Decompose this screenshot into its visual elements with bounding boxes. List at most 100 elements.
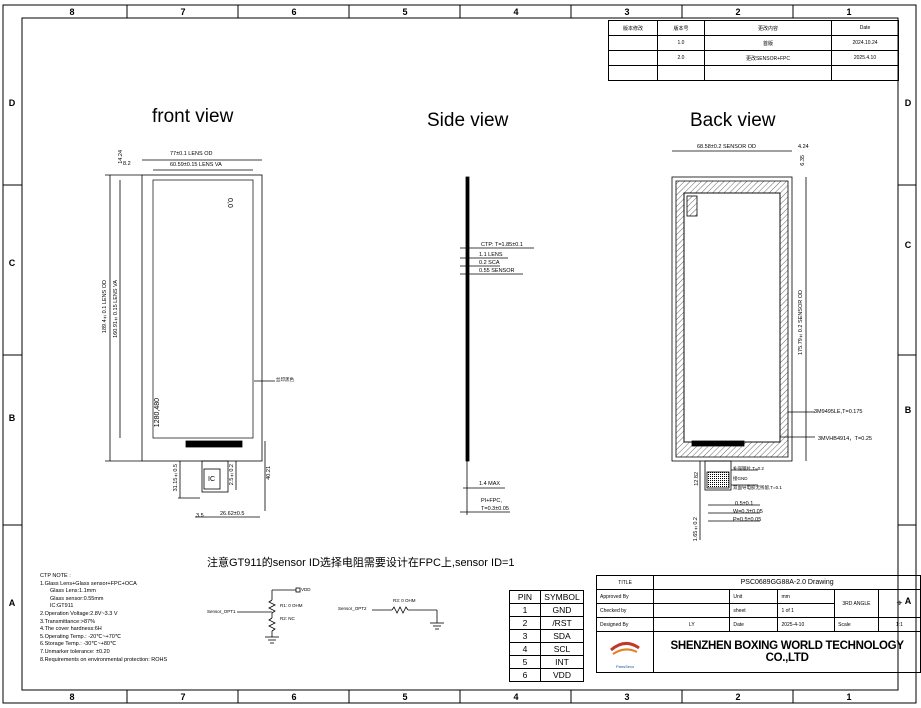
back-sensor-od-dim: 68.58±0.2 SENSOR OD: [697, 144, 756, 150]
designer-value: LY: [653, 617, 731, 632]
front-lens-va-dim: 60.59±0.15 LENS VA: [170, 162, 222, 168]
front-bottom-offset-dim: 3.5: [196, 513, 204, 519]
front-silkscreen-label: 丝印黑色: [276, 377, 294, 382]
side-ctp-dim: CTP: T=1.85±0.1: [481, 242, 523, 248]
pin-symbol: SDA: [540, 629, 584, 643]
front-view-title: front view: [152, 106, 234, 127]
pin-symbol: INT: [540, 655, 584, 669]
side-max-dim: 1.4 MAX: [479, 481, 501, 487]
note-line: 1.Glass Lens+Glass sensor+FPC+OCA: [40, 580, 137, 587]
date-value: 2025-4-10: [777, 617, 836, 632]
circuit-r2-label: R2: NC: [280, 616, 295, 621]
zone-col-label: 7: [180, 692, 186, 702]
title-label: TITLE: [595, 575, 655, 590]
pin-number: 1: [509, 603, 541, 617]
scale-value: 1:1: [877, 617, 921, 632]
note-line: 5.Operating Temp.: -20℃~+70℃: [40, 633, 122, 640]
approved-value: [653, 589, 731, 604]
back-dim-d2: W=0.3±0.05: [733, 509, 763, 515]
note-line: 2.Operation Voltage:2.8V~3.3 V: [40, 610, 118, 617]
scale-label: Scale: [834, 617, 879, 632]
pin-number: 4: [509, 642, 541, 656]
pin-number: 6: [509, 668, 541, 682]
note-line: 4.The cover hardness:6H: [40, 626, 102, 633]
note-line: 6.Storage Temp.: -30℃~+80℃: [40, 641, 117, 648]
pin-symbol: /RST: [540, 616, 584, 630]
drawing-title: PSC0689GG88A-2.0 Drawing: [653, 575, 921, 590]
zone-col-label: 2: [735, 692, 741, 702]
unit-label: Unit: [729, 589, 779, 604]
checked-label: Checked by: [595, 603, 655, 618]
zone-col-label: 6: [291, 7, 297, 17]
zone-row-label: C: [904, 240, 912, 250]
sheet-value: 1 of 1: [777, 603, 836, 618]
note-line: Glass sensor:0.55mm: [50, 595, 104, 602]
zone-col-label: 4: [513, 7, 519, 17]
zone-row-label: B: [8, 413, 16, 423]
back-right-offset-dim: 4.24: [798, 144, 809, 150]
zone-col-label: 4: [513, 692, 519, 702]
zone-row-label: D: [8, 98, 16, 108]
ctp-notes: CTP NOTE : 1.Glass Lens+Glass sensor+FPC…: [40, 573, 167, 664]
rev-cell: [831, 65, 899, 81]
circuit-sensor1-label: Sensor_OPT1: [207, 609, 236, 614]
zone-row-label: D: [904, 98, 912, 108]
side-fpc-dim: PI+FPC,: [481, 498, 502, 504]
side-lens-dim: 1.1 LENS: [479, 252, 503, 258]
pin-symbol: GND: [540, 603, 584, 617]
designed-label: Designed By: [595, 617, 655, 632]
sheet-label: sheet: [729, 603, 779, 618]
pin-header: PIN: [509, 590, 541, 604]
zone-col-label: 5: [402, 7, 408, 17]
back-view-title: Back view: [690, 110, 776, 131]
pin-symbol: VDD: [540, 668, 584, 682]
zone-col-label: 5: [402, 692, 408, 702]
zone-col-label: 3: [624, 692, 630, 702]
front-lens-od-dim: 77±0.1 LENS OD: [170, 151, 213, 157]
note-line: 3.Transmittance:>87%: [40, 618, 95, 625]
zone-col-label: 1: [846, 692, 852, 702]
back-dim-d3: P=0.5±0.05: [733, 517, 762, 523]
zone-col-label: 1: [846, 7, 852, 17]
company-name: SHENZHEN BOXING WORLD TECHNOLOGY CO.,LTD: [653, 631, 921, 673]
back-note3: 双面导电胶无残留,T=0.1: [733, 485, 782, 490]
circuit-r3-label: R3: 0 OHM: [393, 598, 416, 603]
circuit-r1-label: R1: 0 OHM: [280, 603, 303, 608]
revision-table: 版本修改 版本号 更改内容 Date 1.0 首版 2024.10.24 2.0…: [608, 20, 899, 81]
zone-col-label: 8: [69, 692, 75, 702]
zone-col-label: 7: [180, 7, 186, 17]
front-ic-label: IC: [208, 476, 215, 483]
front-top-offset2-dim: 8.2: [123, 161, 131, 167]
projection-symbol-icon: ⌖: [877, 589, 921, 618]
zone-row-label: B: [904, 405, 912, 415]
front-bottom-width-dim: 26.62±0.5: [220, 511, 245, 517]
checked-value: [653, 603, 731, 618]
approved-label: Approved By: [595, 589, 655, 604]
side-fpc-thickness-dim: T=0.3±0.05: [481, 506, 509, 512]
zone-col-label: 6: [291, 692, 297, 702]
logo-icon: [610, 641, 640, 655]
title-block: TITLE PSC0689GG88A-2.0 Drawing Approved …: [595, 575, 921, 673]
unit-value: mm: [777, 589, 836, 604]
note-line: IC:GT911: [50, 603, 74, 610]
sensor-id-note: 注意GT911的sensor ID选择电阻需要设计在FPC上,sensor ID…: [207, 557, 515, 569]
side-sca-dim: 0.2 SCA: [479, 260, 500, 266]
back-dim-d1: 0.5±0.1: [735, 501, 754, 507]
zone-row-label: C: [8, 258, 16, 268]
date-label: Date: [729, 617, 779, 632]
side-sensor-dim: 0.55 SENSOR: [479, 268, 515, 274]
back-note2: 接GND: [733, 476, 748, 481]
zone-col-label: 3: [624, 7, 630, 17]
logo-text: PansSeco: [616, 663, 635, 669]
circuit-vdd-label: VDD: [301, 587, 311, 592]
zone-col-label: 2: [735, 7, 741, 17]
back-tape2-label: 3MVHB4914，T=0.25: [818, 436, 872, 442]
pin-header: SYMBOL: [540, 590, 584, 604]
pin-number: 5: [509, 655, 541, 669]
